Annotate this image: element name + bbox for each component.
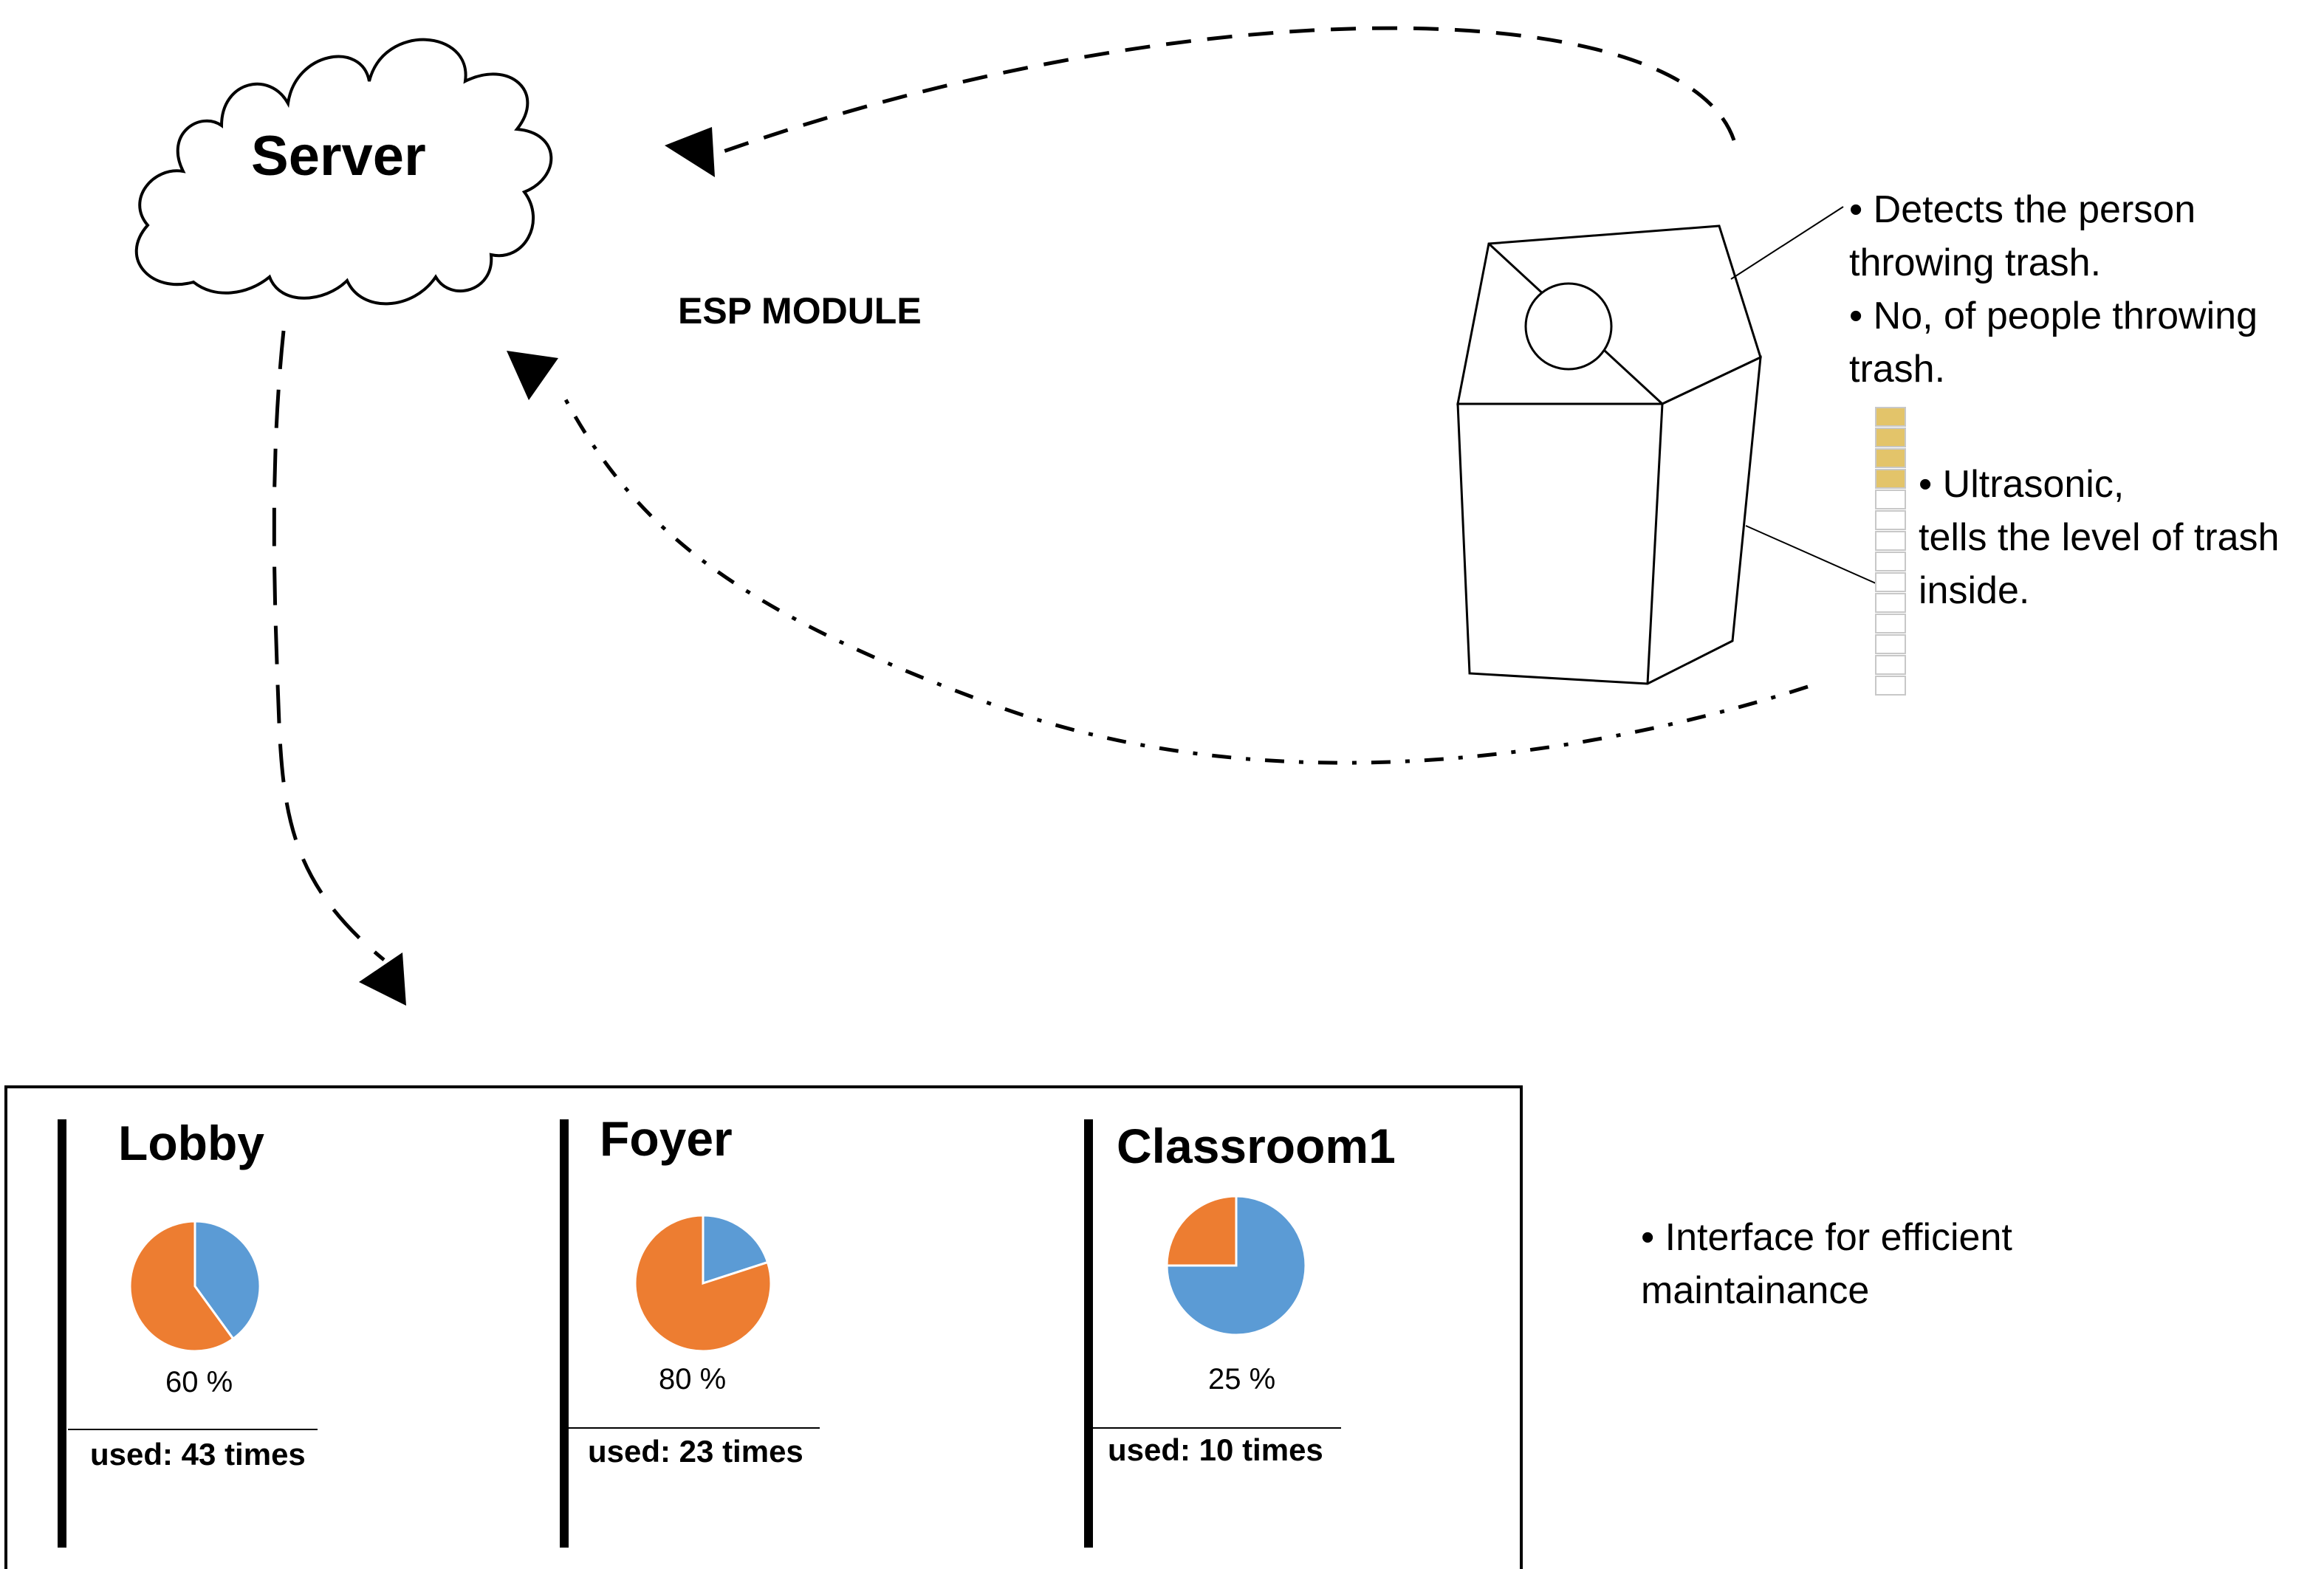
meter-segment-filled xyxy=(1875,428,1906,447)
pie-slice-blue xyxy=(1165,1195,1307,1336)
pie-chart-lobby xyxy=(128,1220,261,1353)
arrow-head-top xyxy=(665,127,715,177)
pie-percent-lobby: 60 % xyxy=(165,1366,233,1398)
pie-slice-orange xyxy=(1165,1195,1238,1267)
panel-title-classroom1: Classroom1 xyxy=(1117,1119,1396,1173)
used-count-foyer: used: 23 times xyxy=(588,1434,803,1469)
note-interface-line2: maintainance xyxy=(1641,1269,1870,1312)
arrow-upload-top xyxy=(723,26,1736,154)
meter-segment-empty xyxy=(1875,655,1906,675)
pie-percent-classroom1: 25 % xyxy=(1208,1363,1276,1395)
fill-level-meter xyxy=(1875,407,1906,696)
meter-segment-empty xyxy=(1875,593,1906,613)
bin-body xyxy=(1456,355,1762,685)
note-count: • No, of people throwing trash. xyxy=(1849,289,2258,396)
note-ultrasonic: • Ultrasonic, tells the level of trash i… xyxy=(1919,458,2279,617)
meter-segment-empty xyxy=(1875,634,1906,654)
pie-slice-orange xyxy=(128,1220,235,1353)
used-count-lobby: used: 43 times xyxy=(90,1437,306,1472)
note-interface-line1: • Interface for efficient xyxy=(1641,1216,2012,1259)
note-count-line2: trash. xyxy=(1849,348,1946,391)
note-ultrasonic-line1: • Ultrasonic, xyxy=(1919,463,2125,506)
meter-segment-filled xyxy=(1875,448,1906,468)
meter-segment-empty xyxy=(1875,552,1906,571)
pie-chart-foyer xyxy=(634,1214,772,1353)
note-detects-line2: throwing trash. xyxy=(1849,241,2102,284)
meter-segment-empty xyxy=(1875,572,1906,592)
arrow-head-download xyxy=(359,952,406,1006)
pie-slice-orange xyxy=(634,1214,772,1353)
arrow-download xyxy=(272,330,385,961)
meter-segment-empty xyxy=(1875,676,1906,696)
leader-line-sensor xyxy=(1730,206,1844,280)
server-label: Server xyxy=(251,125,426,188)
bin-body-edge xyxy=(1646,403,1664,684)
panel-title-foyer: Foyer xyxy=(600,1111,733,1166)
esp-module-label: ESP MODULE xyxy=(678,290,922,332)
pie-slice-blue xyxy=(702,1214,769,1285)
used-count-classroom1: used: 10 times xyxy=(1108,1432,1323,1467)
trash-bin xyxy=(1456,224,1762,685)
arrow-head-esp xyxy=(507,351,558,400)
panel-title-lobby: Lobby xyxy=(118,1116,264,1170)
server-cloud-shape xyxy=(134,38,553,306)
note-detects: • Detects the person throwing trash. xyxy=(1849,183,2196,289)
pie-chart-classroom1 xyxy=(1165,1195,1307,1336)
arrow-esp-bottom xyxy=(559,390,1809,765)
meter-segment-filled xyxy=(1875,407,1906,427)
meter-segment-empty xyxy=(1875,531,1906,551)
pie-slice-blue xyxy=(193,1220,261,1341)
sensor-circle xyxy=(1524,282,1613,371)
note-detects-line1: • Detects the person xyxy=(1849,188,2196,231)
meter-segment-empty xyxy=(1875,510,1906,530)
leader-line-meter xyxy=(1745,525,1876,584)
note-count-line1: • No, of people throwing xyxy=(1849,295,2258,337)
meter-segment-empty xyxy=(1875,490,1906,509)
meter-segment-empty xyxy=(1875,614,1906,634)
meter-segment-filled xyxy=(1875,469,1906,489)
note-interface: • Interface for efficient maintainance xyxy=(1641,1211,2012,1317)
pie-percent-foyer: 80 % xyxy=(659,1363,727,1395)
note-ultrasonic-line2: tells the level of trash xyxy=(1919,516,2280,559)
note-ultrasonic-line3: inside. xyxy=(1919,569,2030,612)
